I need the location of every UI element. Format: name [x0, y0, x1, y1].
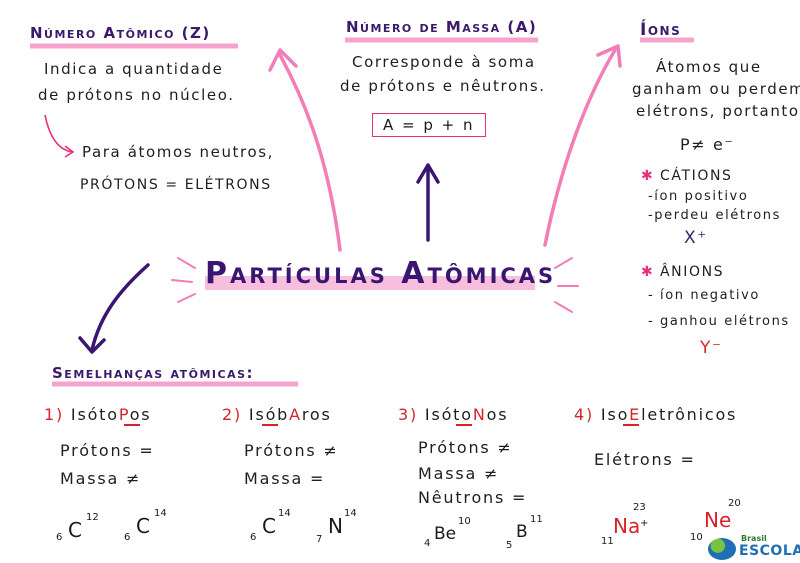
isobars-line1: Prótons ≠ [244, 441, 339, 460]
nuclide-ne20-symbol: Ne [704, 508, 732, 532]
nuclide-na23-mass: 23 [633, 502, 646, 513]
arrowhead-atomic-number [268, 48, 298, 72]
mass-number-line1: Corresponde à soma [352, 53, 536, 71]
similarity-isotopes-post: os [129, 405, 152, 424]
logo-main-text: ESCOLA [739, 543, 800, 559]
atomic-number-title: Número Atômico (Z) [30, 24, 211, 42]
isotones-line2: Massa ≠ [418, 464, 500, 483]
similarity-isoelectronic-num: 4) [574, 405, 595, 424]
cations-title: CÁTIONS [660, 168, 733, 184]
anions-bullet: ✱ [641, 264, 653, 280]
nuclide-c12-mass: 12 [86, 512, 99, 523]
nuclide-n14-mass: 14 [344, 508, 357, 519]
anions-title: ÂNIONS [660, 264, 725, 280]
arrow-to-ions [543, 48, 617, 247]
globe-icon [708, 538, 736, 560]
ions-title: Íons [640, 20, 682, 40]
similarity-isotones-num: 3) [398, 405, 419, 424]
similarity-isoelectronic: 4) IsoEletrônicos [574, 405, 737, 424]
nuclide-c14a-mass: 14 [154, 508, 167, 519]
nuclide-c12-z: 6 [56, 532, 63, 543]
sparkle-right [554, 257, 579, 313]
similarity-isotopes-pre: Isóto [70, 405, 119, 424]
anions-line2: - ganhou elétrons [648, 314, 790, 329]
brasil-escola-logo: Brasil ESCOLA [708, 534, 800, 560]
arrow-to-similarities [90, 263, 150, 352]
logo-top-text: Brasil [741, 534, 767, 543]
nuclide-b11-symbol: B [516, 522, 528, 542]
nuclide-ne20-z: 10 [690, 532, 703, 543]
ions-line1: Átomos que [656, 58, 762, 76]
nuclide-b11-mass: 11 [530, 514, 543, 525]
mass-formula-box: A = p + n [372, 113, 486, 137]
nuclide-n14-z: 7 [316, 534, 323, 545]
arrowhead-neutral-note [64, 145, 75, 158]
nuclide-c14a-symbol: C [136, 514, 150, 538]
cations-line1: -íon positivo [648, 189, 749, 204]
arrowhead-similarities [78, 336, 106, 354]
nuclide-ne20-mass: 20 [728, 498, 741, 509]
similarities-title: Semelhanças atômicas: [52, 364, 255, 382]
main-title: Partículas Atômicas [205, 256, 557, 291]
similarity-isotones-post: os [486, 405, 509, 424]
nuclide-b11-z: 5 [506, 540, 513, 551]
title-highlight [205, 276, 535, 290]
nuclide-be10-z: 4 [424, 538, 431, 549]
similarity-isotopes-key: P [118, 405, 130, 424]
nuclide-na23-symbol: Na [613, 514, 641, 538]
atomic-number-line2: de prótons no núcleo. [38, 86, 235, 104]
ions-relation: P≠ e⁻ [680, 135, 735, 154]
isotones-line3: Nêutrons = [418, 488, 528, 507]
arrow-neutral-note [44, 114, 73, 153]
cations-line2: -perdeu elétrons [648, 208, 782, 223]
sparkle-left [171, 257, 196, 303]
nuclide-na23-charge: + [640, 518, 649, 529]
isoelectronic-line1: Elétrons = [594, 450, 696, 469]
anions-symbol: Y⁻ [700, 338, 723, 358]
nuclide-c14b-symbol: C [262, 514, 276, 538]
similarity-isotopes: 1) IsótoPos [44, 405, 151, 424]
arrowhead-ions [596, 44, 622, 68]
isobars-line2: Massa = [244, 469, 326, 488]
similarity-isoelectronic-pre: Iso [600, 405, 630, 424]
similarity-isotones: 3) IsótoNos [398, 405, 508, 424]
similarity-isoelectronic-key: E [629, 405, 642, 424]
similarity-isotopes-num: 1) [44, 405, 65, 424]
nuclide-be10-mass: 10 [458, 516, 471, 527]
isotopes-line2: Massa ≠ [60, 469, 142, 488]
arrowhead-mass-number [416, 163, 440, 184]
nuclide-na23-z: 11 [601, 536, 614, 547]
cations-symbol: X⁺ [684, 228, 708, 248]
cations-bullet: ✱ [641, 168, 653, 184]
ions-line2: ganham ou perdem [632, 80, 800, 98]
nuclide-be10-symbol: Be [434, 524, 457, 544]
arrow-to-atomic-number [278, 53, 342, 252]
similarity-isobars-num: 2) [222, 405, 243, 424]
similarity-isobars-post: ros [301, 405, 332, 424]
neutral-note-line1: Para átomos neutros, [82, 143, 275, 161]
similarity-isotones-pre: Isóto [424, 405, 473, 424]
similarity-isoelectronic-post: letrônicos [641, 405, 738, 424]
nuclide-c14b-z: 6 [250, 532, 257, 543]
nuclide-c12-symbol: C [68, 518, 82, 542]
similarity-isobars-pre: Isób [248, 405, 290, 424]
mass-number-line2: de prótons e nêutrons. [340, 77, 546, 95]
isotones-line1: Prótons ≠ [418, 438, 513, 457]
anions-line1: - íon negativo [648, 288, 760, 303]
similarity-isotones-key: N [472, 405, 487, 424]
nuclide-n14-symbol: N [328, 514, 343, 538]
isotopes-line1: Prótons = [60, 441, 155, 460]
nuclide-c14a-z: 6 [124, 532, 131, 543]
mass-number-title: Número de Massa (A) [346, 18, 538, 36]
atomic-number-line1: Indica a quantidade [44, 60, 224, 78]
nuclide-c14b-mass: 14 [278, 508, 291, 519]
similarity-isobars: 2) IsóbAros [222, 405, 332, 424]
ions-line3: elétrons, portanto [636, 102, 800, 120]
neutral-note-line2: PRÓTONS = ELÉTRONS [80, 177, 272, 193]
similarity-isobars-key: A [289, 405, 302, 424]
